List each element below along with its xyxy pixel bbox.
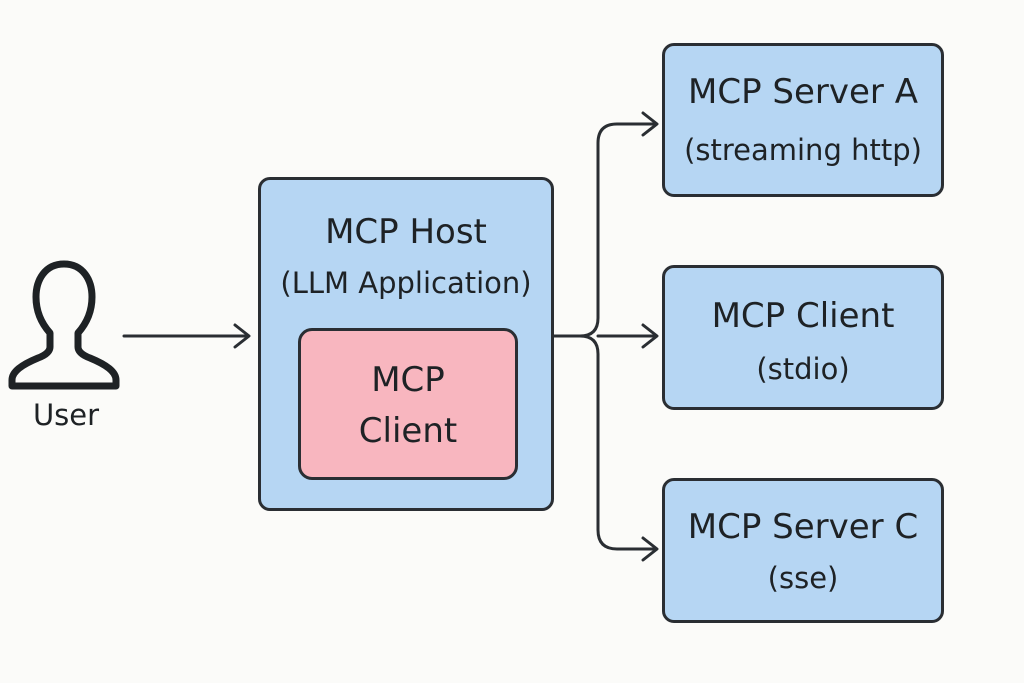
mcp-server-c-title: MCP Server C [687, 507, 919, 547]
host-to-server-a-arrow [552, 111, 659, 338]
mcp-host-box: MCP Host (LLM Application) MCP Client [258, 177, 554, 511]
mcp-client-stdio-subtitle: (stdio) [756, 352, 850, 386]
user-silhouette-icon [8, 260, 120, 390]
host-to-client-stdio-arrow [596, 323, 659, 349]
mcp-server-a-subtitle: (streaming http) [684, 133, 922, 167]
mcp-host-title: MCP Host [325, 212, 487, 252]
mcp-client-inner-box: MCP Client [298, 328, 518, 480]
mcp-client-inner-line2: Client [358, 411, 458, 451]
mcp-client-stdio-title: MCP Client [711, 296, 895, 336]
mcp-server-c-subtitle: (sse) [767, 561, 839, 595]
user-to-host-arrow [122, 323, 251, 349]
mcp-server-a-title: MCP Server A [688, 72, 918, 112]
mcp-host-subtitle: (LLM Application) [280, 266, 532, 300]
host-to-server-c-arrow [578, 334, 659, 562]
mcp-client-inner-line1: MCP [371, 360, 445, 400]
mcp-client-stdio-box: MCP Client (stdio) [662, 265, 944, 410]
user-label: User [32, 398, 100, 432]
mcp-server-c-box: MCP Server C (sse) [662, 478, 944, 623]
mcp-server-a-box: MCP Server A (streaming http) [662, 43, 944, 197]
